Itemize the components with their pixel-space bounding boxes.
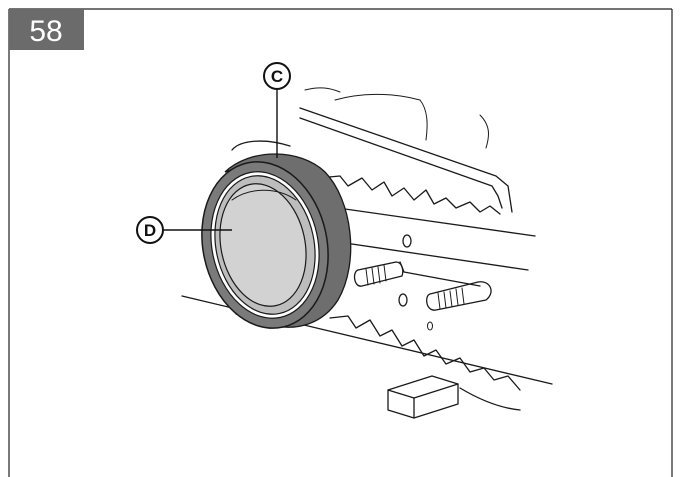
bracket-pins — [353, 261, 492, 311]
callout-c-label: C — [271, 67, 283, 86]
rubber-block — [387, 375, 459, 419]
step-number-badge: 58 — [9, 9, 84, 50]
step-number: 58 — [29, 15, 62, 48]
figure-frame — [8, 8, 673, 477]
lens-cap — [219, 183, 307, 307]
callout-d-label: D — [144, 221, 156, 240]
callout-c: C — [263, 62, 291, 158]
callout-d: D — [136, 216, 232, 244]
